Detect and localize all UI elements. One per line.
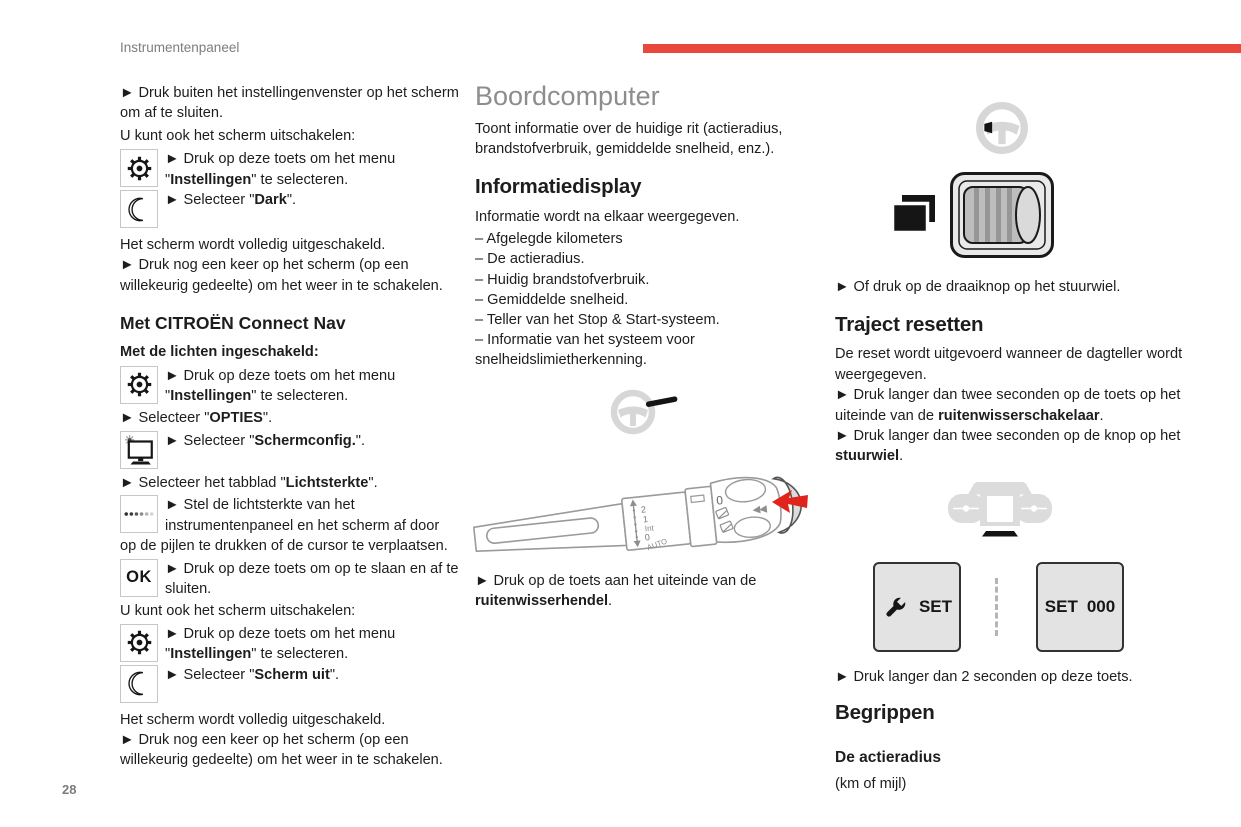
set-label: SET: [1044, 596, 1078, 616]
instruction-line: ► Stel de lichtsterkte van het instrumen…: [165, 497, 440, 534]
middle-column: Boordcomputer Toont informatie over de h…: [473, 80, 820, 611]
instruction-line: Het scherm wordt volledig uitgeschakeld.: [120, 237, 386, 254]
instruction-line: ► Druk buiten het instellingenvenster op…: [120, 85, 459, 122]
dashed-divider: [995, 577, 998, 636]
right-column: ► Of druk op de draaiknop op het stuurwi…: [835, 95, 1185, 795]
instruction-row: ► Selecteer "Scherm uit".: [120, 664, 462, 703]
instruction-line: ► Selecteer "Dark".: [165, 192, 297, 209]
instruction-row: ► Druk op deze toets om het menu "Instel…: [120, 149, 462, 190]
gear-icon: [120, 623, 158, 662]
page-number: 28: [62, 782, 77, 797]
page-stack-icon: [890, 194, 937, 241]
body-text: (km of mijl): [835, 776, 907, 793]
stalk-label-2: 2: [640, 504, 646, 514]
instruction-line: ► Selecteer "Scherm uit".: [165, 666, 340, 683]
thumbwheel-icon: [950, 172, 1054, 263]
list-item: – Gemiddelde snelheid.: [475, 291, 629, 308]
instruction-row: ► Druk op deze toets om het menu "Instel…: [120, 623, 462, 665]
instruction-line: ► Druk nog een keer op het scherm (op ee…: [120, 257, 443, 294]
instruction-line: ► Selecteer het tabblad "Lichtsterkte".: [120, 474, 378, 491]
brightness-dots-icon: [120, 495, 158, 534]
term-heading: De actieradius: [835, 749, 941, 767]
instruction-line: ► Druk nog een keer op het scherm (op ee…: [120, 731, 443, 769]
page-title: Boordcomputer: [475, 81, 660, 111]
section-heading: Met CITROËN Connect Nav: [120, 313, 346, 334]
instruction-line: ► Of druk op de draaiknop op het stuurwi…: [835, 279, 1121, 295]
section-heading: Begrippen: [835, 701, 935, 725]
instruction-line: ► Druk langer dan 2 seconden op deze toe…: [835, 668, 1133, 685]
moon-icon: [120, 664, 158, 703]
set-buttons-row: SET SET 000: [835, 561, 1185, 652]
left-column: ► Druk buiten het instellingenvenster op…: [120, 83, 462, 771]
list-item: – Informatie van het systeem voor snelhe…: [475, 332, 695, 369]
wiper-stalk-illustration: 2 1 Int 0 AUTO 0 ◀◀: [471, 448, 820, 563]
section-heading: Informatiedisplay: [475, 174, 642, 198]
gear-icon: [120, 365, 158, 404]
body-text: De reset wordt uitgevoerd wanneer de dag…: [835, 346, 1183, 383]
info-list: – Afgelegde kilometers – De actieradius.…: [475, 229, 820, 370]
instruction-line: ► Druk langer dan twee seconden op de to…: [835, 387, 1181, 424]
caption-text: ► Druk op de toets aan het uiteinde van …: [475, 572, 757, 610]
instruction-line: ► Selecteer "Schermconfig.".: [165, 432, 366, 449]
instruction-line: U kunt ook het scherm uitschakelen:: [120, 127, 356, 144]
instruction-row: ► Selecteer "Dark".: [120, 190, 462, 229]
stalk-label-int: Int: [644, 523, 655, 533]
instruction-line: ► Druk op deze toets om het menu "Instel…: [165, 367, 396, 405]
instruction-line: op de pijlen te drukken of de cursor te …: [120, 538, 448, 555]
instruction-row: ► Selecteer "Schermconfig.".: [120, 430, 462, 469]
instruction-line: ► Druk langer dan twee seconden op de kn…: [835, 428, 1181, 465]
list-item: – Afgelegde kilometers: [475, 231, 623, 248]
steering-wheel-top-view-icon: [947, 481, 1185, 546]
instruction-row: OK ► Druk op deze toets om op te slaan e…: [120, 558, 462, 600]
red-arrow-icon: [772, 489, 808, 513]
steering-wheel-icon: [975, 101, 1185, 160]
instruction-line: Met de lichten ingeschakeld:: [120, 344, 319, 361]
moon-icon: [120, 190, 158, 229]
gear-icon: [120, 149, 158, 188]
thumbwheel-illustration: [835, 172, 1185, 263]
instruction-row: ► Druk op deze toets om het menu "Instel…: [120, 365, 462, 407]
section-heading: Traject resetten: [835, 313, 984, 337]
rewind-glyph: ◀◀: [752, 503, 768, 515]
screen-brightness-icon: [120, 430, 158, 469]
set-label: SET: [918, 596, 953, 616]
instruction-line: ► Selecteer "OPTIES".: [120, 410, 273, 427]
instruction-line: ► Druk op deze toets om het menu "Instel…: [165, 151, 396, 188]
accent-bar: [643, 44, 1241, 53]
steering-wheel-stalk-icon: [610, 389, 820, 440]
instruction-line: ► Druk op deze toets om het menu "Instel…: [165, 625, 396, 663]
wrench-icon: [886, 597, 906, 617]
stalk-label-0: 0: [644, 532, 650, 542]
ok-icon: OK: [120, 558, 158, 597]
stalk-label-1: 1: [642, 514, 648, 524]
list-item: – De actieradius.: [475, 251, 585, 268]
stalk-label-zero: 0: [716, 493, 724, 508]
set-button-value: SET 000: [1036, 561, 1124, 652]
instruction-line: U kunt ook het scherm uitschakelen:: [120, 603, 356, 620]
list-item: – Huidig brandstofverbruik.: [475, 271, 650, 288]
set-value: 000: [1086, 596, 1116, 616]
body-text: Informatie wordt na elkaar weergegeven.: [475, 208, 740, 225]
list-item: – Teller van het Stop & Start-systeem.: [475, 312, 720, 329]
intro-text: Toont informatie over de huidige rit (ac…: [475, 121, 783, 158]
instruction-line: Het scherm wordt volledig uitgeschakeld.: [120, 711, 386, 728]
chapter-header: Instrumentenpaneel: [120, 40, 240, 55]
instruction-row: ► Stel de lichtsterkte van het instrumen…: [120, 495, 462, 536]
instruction-line: ► Druk op deze toets om op te slaan en a…: [165, 560, 459, 597]
set-button-wrench: SET: [873, 561, 961, 652]
